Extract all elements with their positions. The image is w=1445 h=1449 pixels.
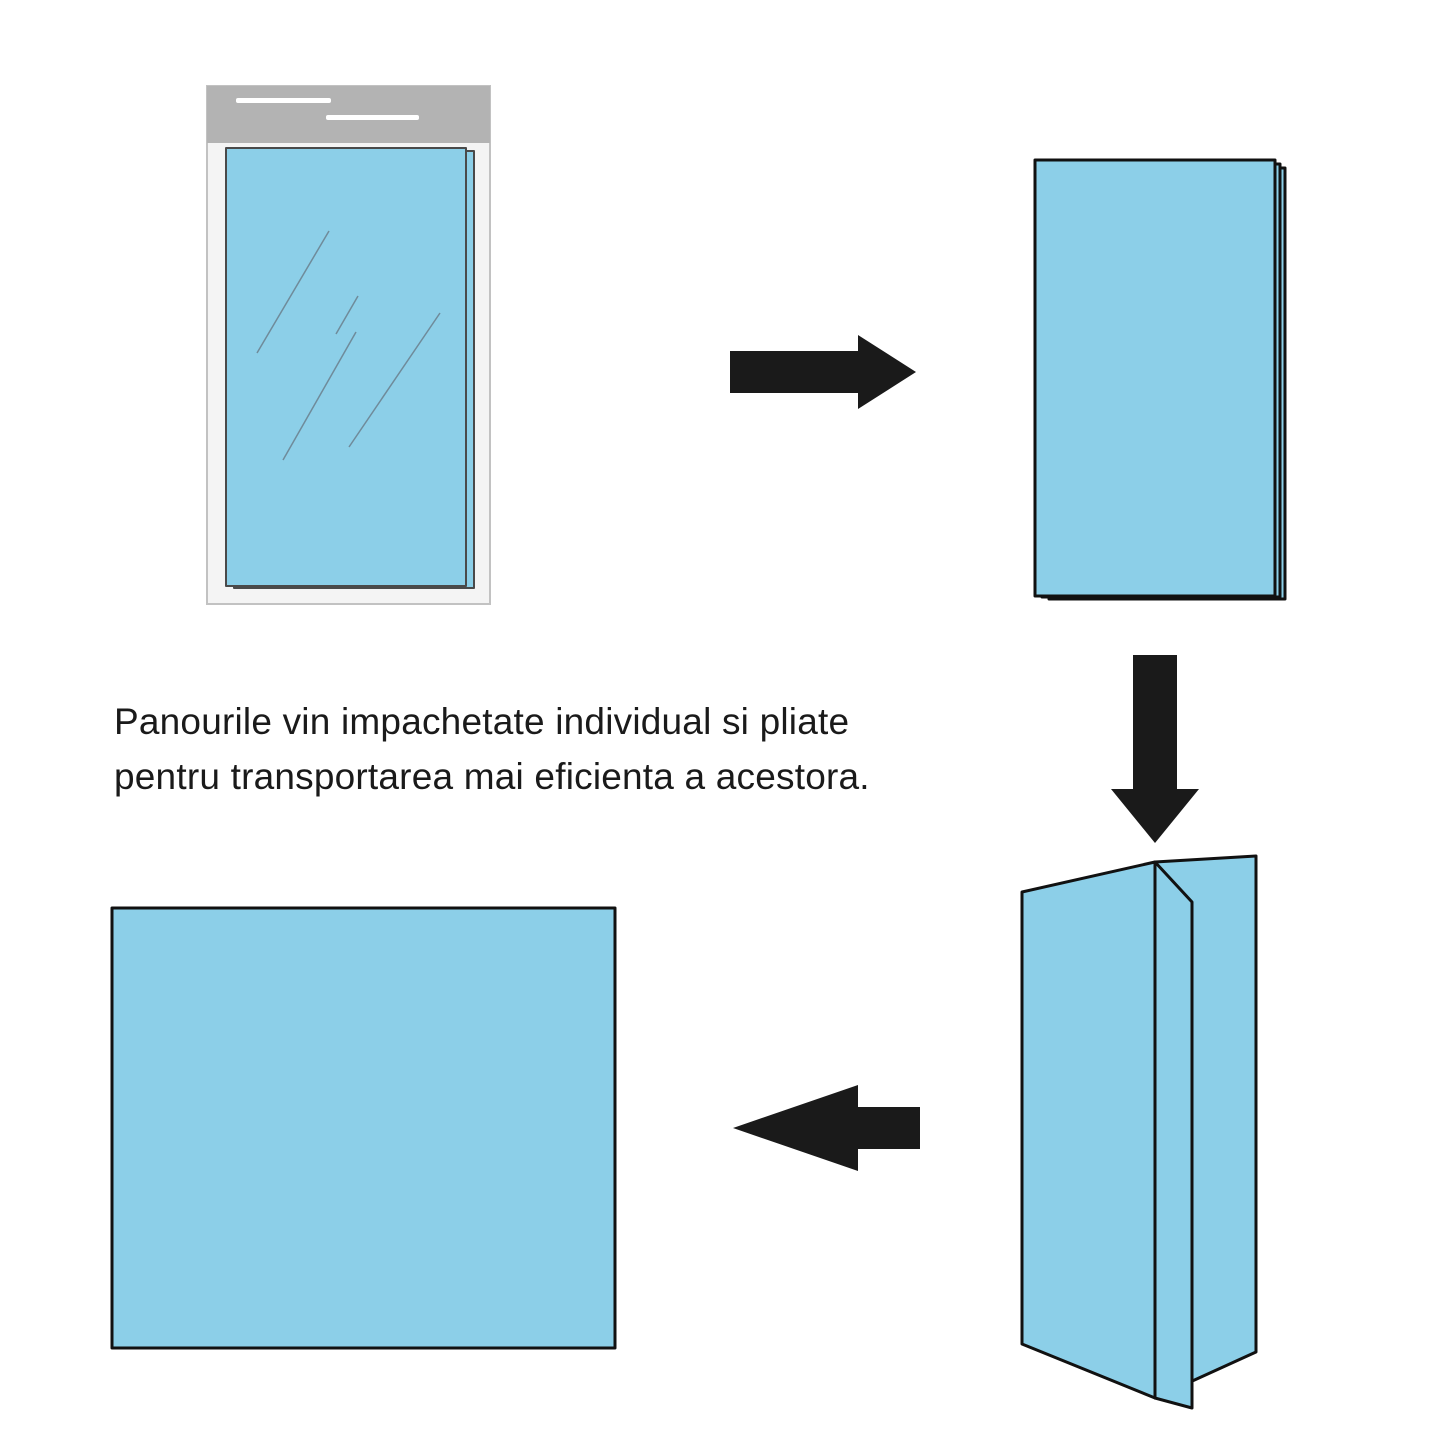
folded-sheet-front [1033, 158, 1277, 598]
folded-panel-figure [1033, 158, 1287, 601]
shine-line-3 [348, 312, 441, 448]
trifold-left-face [1020, 860, 1157, 1400]
arrow-down-icon [1111, 655, 1199, 843]
shine-line-1 [256, 230, 330, 354]
label-line-1 [236, 98, 331, 103]
shine-line-4 [335, 295, 359, 335]
trifold-inner-flap [1153, 860, 1194, 1410]
shine-line-2 [282, 331, 357, 461]
panel-front-sheet [225, 147, 467, 587]
trifold-panel-figure [1020, 854, 1258, 1410]
arrow-right-icon [730, 335, 916, 409]
unfolded-panel-figure [110, 906, 617, 1350]
packaged-panel-figure [206, 85, 491, 605]
caption-line-1: Panourile vin impachetate individual si … [114, 701, 850, 742]
package-label-band [207, 86, 490, 143]
label-line-2 [326, 115, 419, 120]
caption: Panourile vin impachetate individual si … [114, 694, 870, 804]
caption-line-2: pentru transportarea mai eficienta a ace… [114, 756, 870, 797]
arrow-left-icon [733, 1085, 920, 1171]
